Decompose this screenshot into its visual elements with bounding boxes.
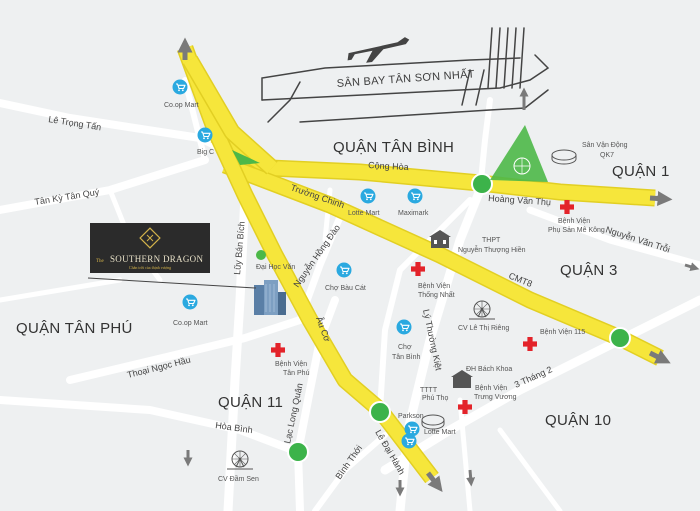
poi-bv-phu-san: Bệnh Viện Phụ Sản Mê Kông — [548, 200, 605, 234]
svg-text:Bệnh Viện: Bệnh Viện — [275, 361, 307, 368]
svg-text:ĐH Bách Khoa: ĐH Bách Khoa — [466, 366, 512, 373]
poi-san-van-dong: Sân Vận Động QK7 — [551, 142, 628, 165]
shopping-cart-icon — [196, 126, 214, 144]
shopping-cart-icon — [171, 78, 189, 96]
svg-text:Phụ Sản Mê Kông: Phụ Sản Mê Kông — [548, 227, 605, 234]
district-tan-phu: QUẬN TÂN PHÚ — [16, 320, 133, 337]
stadium-icon — [421, 414, 445, 430]
shopping-cart-icon — [335, 261, 353, 279]
poi-maximark: Maximark — [398, 187, 429, 217]
svg-text:Bệnh Viện 115: Bệnh Viện 115 — [540, 329, 585, 336]
district-tan-binh: QUẬN TÂN BÌNH — [333, 139, 454, 156]
svg-text:Tân Bình: Tân Bình — [392, 354, 421, 361]
svg-text:Phú Thọ: Phú Thọ — [422, 395, 448, 402]
svg-text:Bệnh Viện: Bệnh Viện — [558, 218, 590, 225]
red-cross-icon — [411, 262, 425, 276]
roundabout-hoang-van-thu — [471, 173, 493, 195]
svg-text:Trưng Vương: Trưng Vương — [474, 394, 517, 401]
poi-bv-tan-phu: Bệnh Viện Tân Phú — [271, 343, 310, 377]
poi-cv-dam-sen: CV Đầm Sen — [218, 450, 259, 483]
poi-lotus-icon: Đại Học Văn — [256, 250, 295, 271]
poi-parkson: Parkson Lotte Mart — [398, 413, 456, 450]
poi-dh-bach-khoa: ĐH Bách Khoa — [451, 366, 512, 388]
svg-text:Nguyễn Thượng Hiền: Nguyễn Thượng Hiền — [458, 245, 526, 254]
shopping-cart-icon — [181, 293, 199, 311]
brand-the: The — [96, 259, 105, 264]
svg-text:Bệnh Viện: Bệnh Viện — [475, 385, 507, 392]
stadium-icon — [551, 149, 577, 165]
poi-cho-tan-binh: Chợ Tân Bình — [392, 318, 421, 361]
airport-area — [261, 27, 550, 123]
district-q10: QUẬN 10 — [545, 412, 611, 429]
svg-text:Co.op Mart: Co.op Mart — [173, 320, 208, 327]
svg-text:Đại Học Văn: Đại Học Văn — [256, 264, 295, 271]
ferris-wheel-icon — [513, 157, 531, 175]
school-building-icon — [429, 230, 451, 248]
poi-big-c: Big C — [196, 126, 214, 156]
ferris-wheel-icon — [468, 300, 496, 320]
svg-text:Thống Nhất: Thống Nhất — [418, 290, 455, 299]
park-cong-hoa — [232, 150, 260, 165]
roundabout-cmt8 — [609, 327, 631, 349]
svg-text:Sân Vận Động: Sân Vận Động — [582, 142, 628, 149]
brand-tagline: Chân trời của thịnh vượng — [129, 265, 171, 270]
svg-text:Lotte Mart: Lotte Mart — [348, 210, 380, 217]
project-building-icon — [254, 280, 286, 315]
poi-cv-le-thi-rieng: CV Lê Thị Riêng — [458, 300, 509, 332]
svg-text:Chợ: Chợ — [398, 344, 412, 351]
school-building-icon — [451, 370, 473, 388]
roundabouts — [287, 173, 631, 463]
poi-bv-thong-nhat: Bệnh Viện Thống Nhất — [411, 262, 455, 299]
district-q3: QUẬN 3 — [560, 262, 618, 279]
airplane-icon — [347, 37, 410, 63]
svg-text:Tân Phú: Tân Phú — [283, 370, 310, 377]
street-tan-ky-tan-quy: Tân Kỳ Tân Quý — [34, 187, 101, 207]
street-luy-ban-bich: Lũy Bán Bích — [232, 221, 247, 275]
svg-text:Chợ Bàu Cát: Chợ Bàu Cát — [325, 285, 366, 292]
park-hoang-van-thu — [490, 125, 548, 182]
svg-text:Parkson: Parkson — [398, 413, 424, 420]
svg-text:Lotte Mart: Lotte Mart — [424, 429, 456, 436]
airport-label: SÂN BAY TÂN SƠN NHẤT — [336, 67, 475, 90]
street-binh-thoi: Bình Thới — [333, 443, 364, 481]
poi-lotte-mart: Lotte Mart — [348, 187, 380, 217]
poi-cho-bau-cat: Chợ Bàu Cát — [325, 261, 366, 292]
svg-text:Bệnh Viện: Bệnh Viện — [418, 283, 450, 290]
poi-tttt-phu-tho: TTTT Phú Thọ — [420, 387, 448, 430]
shopping-cart-icon — [406, 187, 424, 205]
poi-coop-mart-left: Co.op Mart — [173, 293, 208, 327]
shopping-cart-icon — [395, 318, 413, 336]
district-q11: QUẬN 11 — [218, 394, 283, 411]
street-cong-hoa: Cộng Hòa — [368, 160, 409, 172]
street-hoang-van-thu: Hoàng Văn Thụ — [488, 193, 551, 207]
red-cross-icon — [523, 337, 537, 351]
project-logo-box: The SOUTHERN DRAGON Chân trời của thịnh … — [90, 223, 210, 273]
poi-thpt: THPT Nguyễn Thượng Hiền — [429, 230, 526, 254]
svg-text:QK7: QK7 — [600, 152, 614, 159]
poi-bv-trung-vuong: Bệnh Viện Trưng Vương — [458, 385, 517, 414]
shopping-cart-icon — [359, 187, 377, 205]
brand-name: SOUTHERN DRAGON — [110, 254, 203, 264]
svg-text:TTTT: TTTT — [420, 387, 438, 394]
red-cross-icon — [271, 343, 285, 357]
svg-text:Co.op Mart: Co.op Mart — [164, 102, 199, 109]
svg-text:THPT: THPT — [482, 237, 501, 244]
svg-text:Big C: Big C — [197, 149, 214, 156]
roundabout-au-co — [369, 401, 391, 423]
district-q1: QUẬN 1 — [612, 163, 670, 180]
svg-text:Maximark: Maximark — [398, 210, 429, 217]
svg-text:CV Đầm Sen: CV Đầm Sen — [218, 474, 259, 483]
svg-text:CV Lê Thị Riêng: CV Lê Thị Riêng — [458, 325, 509, 332]
poi-bv-115: Bệnh Viện 115 — [523, 329, 585, 351]
roundabout-hoa-binh — [287, 441, 309, 463]
shopping-cart-icon — [400, 432, 418, 450]
red-cross-icon — [560, 200, 574, 214]
dragon-logo-icon — [139, 227, 161, 249]
project-pointer-line — [87, 277, 257, 289]
poi-coop-mart-top: Co.op Mart — [164, 78, 199, 109]
road-arrows — [177, 37, 700, 497]
